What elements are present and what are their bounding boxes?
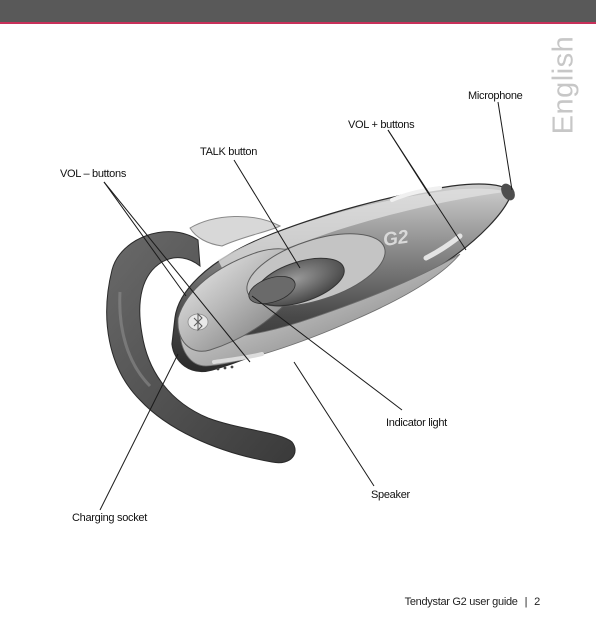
page-footer: Tendystar G2 user guide | 2 <box>405 596 540 608</box>
footer-guide-title: Tendystar G2 user guide <box>405 596 518 608</box>
label-vol-plus-buttons: VOL + buttons <box>348 119 414 131</box>
footer-page-number: 2 <box>534 596 540 608</box>
label-charging-socket: Charging socket <box>72 512 147 524</box>
headset-body: G2 <box>172 181 518 371</box>
label-talk-button: TALK button <box>200 146 257 158</box>
g2-logo: G2 <box>382 227 410 251</box>
label-microphone: Microphone <box>468 90 522 102</box>
label-indicator-light: Indicator light <box>386 417 447 429</box>
leader-microphone <box>498 102 512 190</box>
leader-speaker <box>294 362 374 486</box>
label-speaker: Speaker <box>371 489 410 501</box>
label-vol-minus-buttons: VOL – buttons <box>60 168 126 180</box>
footer-separator: | <box>525 596 528 608</box>
